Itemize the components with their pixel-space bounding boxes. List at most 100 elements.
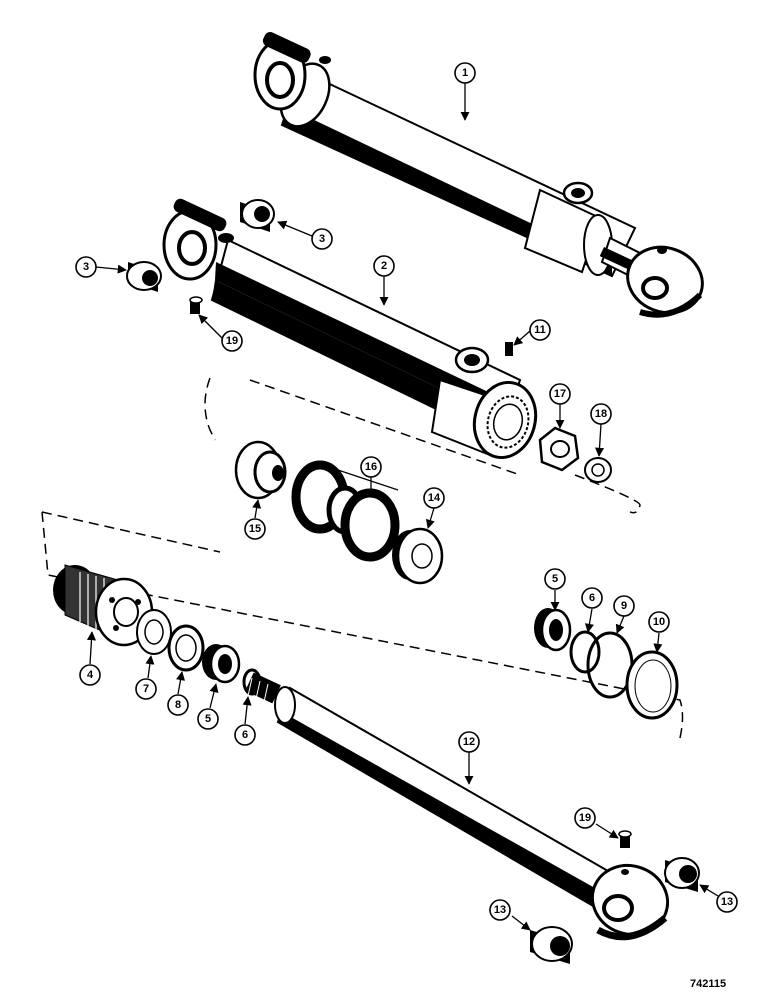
callout-circle	[458, 731, 480, 753]
callout-5: 5	[544, 568, 566, 590]
callout-number: 5	[552, 573, 558, 585]
bushing-3-upper	[240, 199, 275, 232]
callout-10: 10	[648, 611, 670, 633]
callout-circle	[581, 587, 603, 609]
callout-11: 11	[529, 319, 551, 341]
callout-number: 13	[721, 896, 733, 908]
piston-15	[234, 440, 287, 500]
callout-circle	[234, 724, 256, 746]
drawing-number: 742115	[690, 978, 727, 990]
callout-circle	[590, 403, 612, 425]
cylinder-assembly-1	[253, 32, 704, 318]
callout-number: 19	[226, 335, 238, 347]
callout-5: 5	[197, 708, 219, 730]
callout-circle	[244, 518, 266, 540]
callout-number: 2	[381, 260, 387, 272]
callout-1: 1	[454, 62, 476, 84]
callout-14: 14	[423, 487, 445, 509]
bushing-5-left	[202, 644, 241, 684]
callout-number: 3	[83, 261, 89, 273]
callout-13: 13	[489, 899, 511, 921]
callout-number: 17	[554, 388, 566, 400]
washer-18	[584, 457, 612, 483]
callout-number: 13	[494, 904, 506, 916]
callout-4: 4	[79, 664, 101, 686]
o-ring-6-right	[569, 630, 601, 674]
grease-fitting-19-lower	[618, 830, 632, 848]
callout-number: 7	[143, 683, 149, 695]
callout-circle	[167, 694, 189, 716]
callout-number: 3	[319, 233, 325, 245]
callout-18: 18	[590, 403, 612, 425]
callout-6: 6	[581, 587, 603, 609]
seal-10	[625, 650, 679, 720]
callout-8: 8	[167, 694, 189, 716]
bushing-3-lower	[126, 261, 162, 292]
piston-seals-16	[291, 460, 400, 562]
fitting-11	[505, 342, 513, 356]
callout-circle	[549, 383, 571, 405]
callout-7: 7	[135, 678, 157, 700]
seal-10-inner	[634, 659, 672, 713]
callout-number: 6	[242, 729, 248, 741]
bushing-13-lower	[530, 926, 573, 964]
callout-circle	[75, 256, 97, 278]
callout-circle	[135, 678, 157, 700]
callout-circle	[197, 708, 219, 730]
wear-ring-14	[392, 527, 444, 585]
bushing-5-right	[534, 608, 572, 652]
leader-lines	[86, 83, 719, 931]
callout-6: 6	[234, 724, 256, 746]
assembly-bracket-upper	[204, 377, 641, 514]
bushing-13-right	[664, 857, 700, 892]
callout-circle	[373, 255, 395, 277]
callout-3: 3	[311, 228, 333, 250]
seal-8-hole	[175, 634, 197, 662]
callout-number: 14	[428, 492, 441, 504]
callout-circle	[544, 568, 566, 590]
hex-nut-17	[538, 426, 580, 472]
callout-16: 16	[360, 456, 382, 478]
callout-circle	[648, 611, 670, 633]
callout-circle	[489, 899, 511, 921]
callout-circle	[360, 456, 382, 478]
callout-15: 15	[244, 518, 266, 540]
callout-3: 3	[75, 256, 97, 278]
callout-number: 9	[621, 600, 627, 612]
callout-circle	[79, 664, 101, 686]
callout-17: 17	[549, 383, 571, 405]
gland-head-4	[53, 564, 154, 647]
callout-circle	[574, 807, 596, 829]
callout-number: 10	[653, 616, 665, 628]
callout-number: 4	[87, 669, 94, 681]
callout-number: 15	[249, 523, 261, 535]
callout-12: 12	[458, 731, 480, 753]
callout-2: 2	[373, 255, 395, 277]
callout-number: 5	[205, 713, 211, 725]
callout-circle	[221, 330, 243, 352]
callout-9: 9	[613, 595, 635, 617]
callout-number: 16	[365, 461, 377, 473]
callout-number: 6	[589, 592, 595, 604]
callout-number: 18	[595, 408, 607, 420]
cylinder-barrel-2	[162, 198, 538, 460]
piston-rod-12	[245, 672, 670, 941]
callout-number: 12	[463, 736, 475, 748]
callout-number: 8	[175, 699, 181, 711]
callout-13: 13	[716, 891, 738, 913]
callout-circle	[529, 319, 551, 341]
callout-number: 1	[462, 67, 468, 79]
callout-19: 19	[221, 330, 243, 352]
callout-circle	[423, 487, 445, 509]
grease-fitting-19-upper	[189, 296, 203, 314]
callout-circle	[613, 595, 635, 617]
wiper-7-hole	[144, 619, 164, 645]
callout-circle	[716, 891, 738, 913]
callout-19: 19	[574, 807, 596, 829]
callout-number: 11	[534, 324, 546, 336]
callout-number: 19	[579, 812, 591, 824]
callout-circle	[311, 228, 333, 250]
callout-circle	[454, 62, 476, 84]
